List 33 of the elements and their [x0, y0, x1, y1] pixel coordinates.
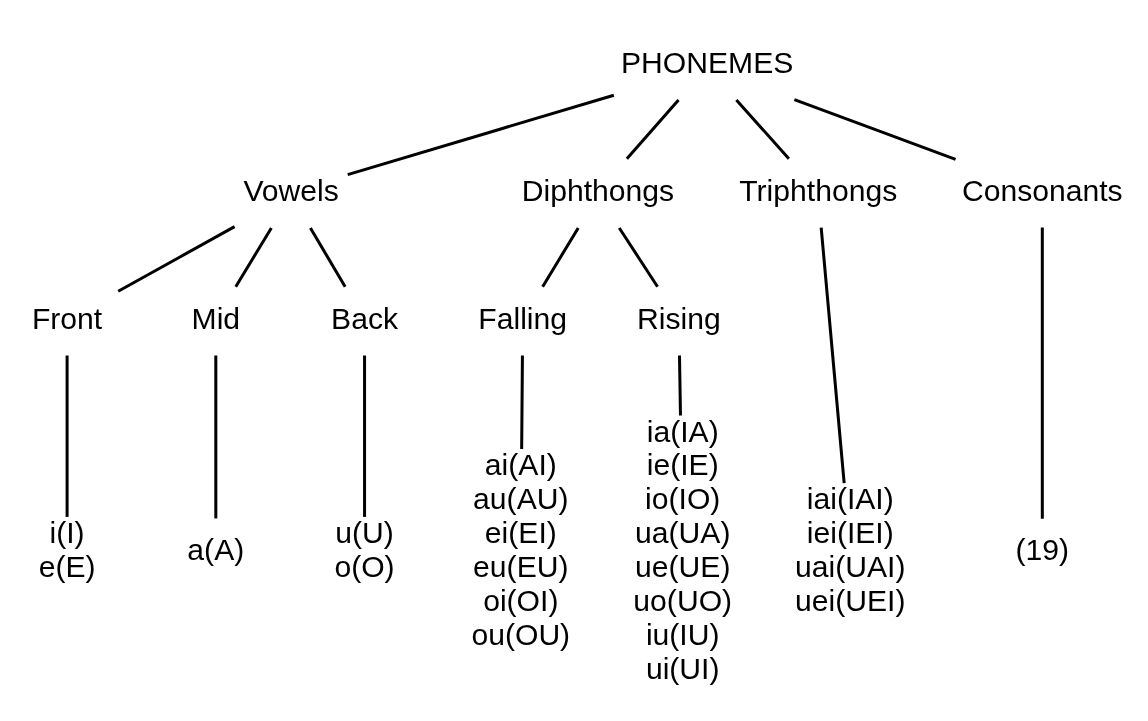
- node-text: ia(IA) ie(IE) io(IO) ua(UA) ue(UE) uo(UO) iu(IU) ui(UI): [633, 414, 733, 685]
- connector: [214, 355, 218, 518]
- node-text: u(U) o(O): [334, 515, 395, 583]
- node-text: (19): [1015, 532, 1070, 566]
- connector: [309, 226, 347, 287]
- connector: [1040, 227, 1044, 519]
- connector: [625, 98, 680, 160]
- connector: [363, 355, 367, 517]
- node-text: PHONEMES: [621, 45, 794, 79]
- connector: [520, 355, 524, 449]
- connector: [65, 355, 69, 517]
- node-text: Consonants: [961, 173, 1123, 207]
- connector: [347, 93, 615, 176]
- node-text: Mid: [191, 301, 241, 335]
- node-text: i(I) e(E): [38, 515, 96, 583]
- node-text: ai(AI) au(AU) ei(EI) eu(EU) oi(OI) ou(OU): [471, 447, 571, 651]
- connector: [541, 226, 580, 287]
- connector: [819, 226, 846, 483]
- node-text: Vowels: [243, 173, 339, 207]
- connector: [117, 224, 236, 293]
- connector: [793, 97, 957, 161]
- node-text: Front: [31, 301, 103, 335]
- node-text: Triphthongs: [739, 173, 898, 207]
- node-text: a(A): [187, 532, 245, 566]
- node-text: Back: [331, 301, 399, 335]
- connector: [735, 98, 791, 160]
- connector: [234, 226, 273, 287]
- node-text: iai(IAI) iei(IEI) uai(UAI) uei(UEI): [795, 481, 906, 617]
- connector: [618, 226, 659, 288]
- node-text: Diphthongs: [521, 173, 675, 207]
- node-text: Rising: [637, 301, 721, 335]
- connector: [678, 354, 682, 416]
- node-text: Falling: [478, 301, 568, 335]
